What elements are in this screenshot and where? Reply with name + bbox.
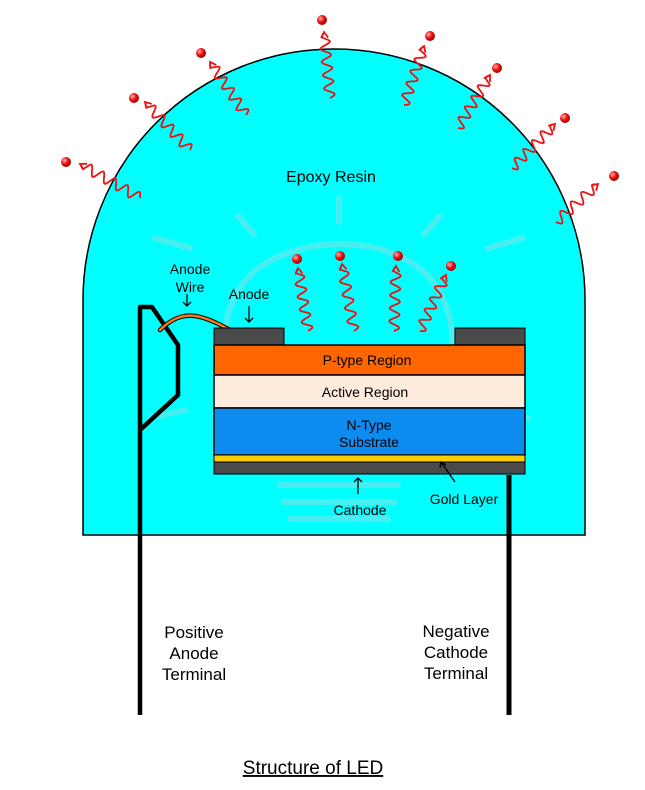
photon-particle (196, 48, 206, 58)
cathode-label: Cathode (334, 502, 387, 518)
photon-wave (79, 163, 142, 199)
anode-contact-left (213, 327, 285, 346)
positive-terminal-label-line2: Anode (169, 644, 218, 663)
photon-particle (446, 261, 456, 271)
photon-emission-icon (61, 15, 619, 332)
p-type-region (213, 344, 526, 376)
photon-arrowhead (547, 122, 557, 132)
photon-arrowhead (391, 264, 401, 273)
diagram-title: Structure of LED (243, 758, 383, 779)
photon-arrowhead (590, 182, 600, 191)
positive-terminal-label-line1: Positive (164, 623, 224, 642)
anode-label: Anode (229, 286, 270, 302)
positive-terminal-label-line3: Terminal (162, 665, 226, 684)
anode-wire-label-line1: Anode (170, 261, 211, 277)
photon-arrowhead (320, 30, 329, 39)
photon-wave (144, 101, 193, 151)
photon-particle (335, 251, 345, 261)
photon-particle (492, 63, 502, 73)
photon-arrowhead (209, 60, 217, 70)
photon-particle (609, 171, 619, 181)
active-region (213, 374, 526, 409)
photon-wave (511, 123, 556, 171)
gold-layer (213, 454, 526, 463)
n-type-label-line1: N-Type (346, 417, 391, 433)
photon-arrowhead (338, 262, 348, 271)
photon-particle (292, 254, 302, 264)
photon-particle (560, 113, 570, 123)
photon-arrowhead (78, 162, 88, 171)
photon-wave (319, 31, 336, 99)
photon-wave (388, 265, 402, 332)
photon-particle (61, 157, 71, 167)
photon-particle (129, 93, 139, 103)
active-region-label: Active Region (322, 384, 408, 400)
photon-wave (209, 61, 250, 116)
photon-arrowhead (294, 266, 304, 275)
photon-wave (401, 45, 427, 106)
n-type-label-line2: Substrate (339, 434, 399, 450)
anode-contact-right (454, 327, 526, 346)
negative-terminal-label-line3: Terminal (424, 664, 488, 683)
photon-particle (393, 251, 403, 261)
photon-wave (339, 264, 360, 332)
cathode-plate (213, 461, 526, 475)
n-type-substrate (213, 407, 526, 456)
negative-terminal-label-line1: Negative (422, 622, 489, 641)
photon-wave (294, 267, 314, 332)
photon-arrowhead (143, 100, 152, 109)
negative-terminal-label-line2: Cathode (424, 643, 488, 662)
photon-arrowhead (418, 44, 427, 53)
photon-particle (317, 15, 327, 25)
gold-layer-label: Gold Layer (430, 491, 499, 507)
p-type-label: P-type Region (323, 352, 412, 368)
photon-arrowhead (439, 273, 448, 283)
label-arrows (182, 294, 456, 494)
anode-wire-label-line2: Wire (176, 279, 205, 295)
photon-particle (425, 31, 435, 41)
photon-wave (457, 74, 491, 130)
photon-wave (418, 274, 448, 332)
photon-wave (555, 183, 599, 225)
epoxy-resin-label: Epoxy Resin (286, 169, 376, 186)
photon-arrowhead (483, 73, 491, 82)
